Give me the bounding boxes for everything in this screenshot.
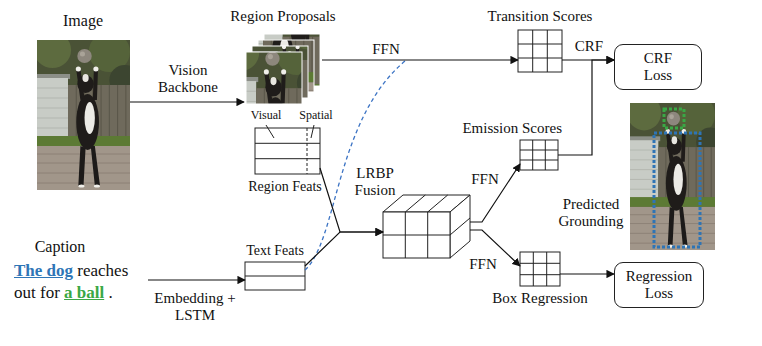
edge-label: FFN [468,256,498,273]
connector [470,164,520,222]
node-label: LRBP Fusion [350,165,400,199]
caption-word: The dog [14,261,73,280]
input-photo [34,32,140,190]
edge-label: CRF [574,38,604,55]
score-grid [518,30,562,72]
photo-node: Predicted Grounding [630,103,715,250]
feature-node: Text Feats [245,262,305,290]
score-grid [518,30,562,286]
score-grid [518,30,562,72]
loss-box: Regression Loss [614,262,704,308]
proposal-stack [246,52,302,104]
connector [148,279,245,280]
leader-line [266,125,274,138]
node-label: Visual [246,108,286,122]
feature-table [255,143,320,158]
node-label: Region Proposals [223,8,343,25]
connector [130,101,244,102]
caption-line: The dogreaches out fora ball. [14,260,146,304]
leader-line [266,125,314,138]
grounding-photo [627,95,724,250]
edge-label: FFN [470,171,500,188]
node-label: Box Regression [485,290,595,307]
score-grid [520,140,558,170]
loss-box: CRF Loss [614,44,702,90]
fusion-cube [383,195,470,258]
node-label: Transition Scores [480,8,600,25]
leader-line [311,125,314,138]
grounding-photo [664,109,684,128]
feature-node: VisualSpatialRegion Feats [255,128,320,174]
connector [558,60,614,155]
score-grid [520,252,560,286]
feature-table [255,128,320,174]
edge-label: FFN [372,41,400,58]
grounding-photo [627,95,724,250]
connector [322,59,518,60]
caption-node: CaptionThe dogreaches out fora ball. [12,236,148,314]
score-grid-node: Box Regression [520,252,560,286]
fusion-cube [383,195,470,258]
connector [560,273,614,274]
grounding-photo [654,133,700,247]
node-label: Caption [20,238,100,255]
feature-table [245,262,305,290]
node-label: Predicted Grounding [556,196,626,230]
fusion-node: LRBP Fusion [383,195,470,258]
photo-node: Image [37,40,130,190]
node-label: Emission Scores [452,120,562,137]
box-label: Regression Loss [622,268,696,302]
box-label: CRF Loss [636,50,680,84]
score-grid-node: Emission Scores [520,140,558,170]
caption-word: . [108,283,112,302]
score-grid [520,140,558,170]
proposal-stack [223,0,348,195]
edge-label: Vision Backbone [148,62,228,96]
score-grid-node: Transition Scores [518,30,562,72]
node-label: Text Feats [235,242,315,259]
node-label: Image [48,12,118,29]
caption-word: a ball [64,283,104,302]
edge-label: Embedding + LSTM [150,290,240,324]
connector [305,232,383,266]
proposal-node: Region Proposals [244,34,322,106]
dashed-curve [305,61,405,270]
grounding-photo [627,95,724,250]
feature-table [307,128,308,174]
input-photo [34,32,140,190]
feature-table [245,276,305,277]
node-label: Spatial [296,108,336,122]
score-grid [520,252,560,286]
feature-table [245,128,320,290]
node-label: Region Feats [243,178,327,195]
input-photo [34,32,140,190]
